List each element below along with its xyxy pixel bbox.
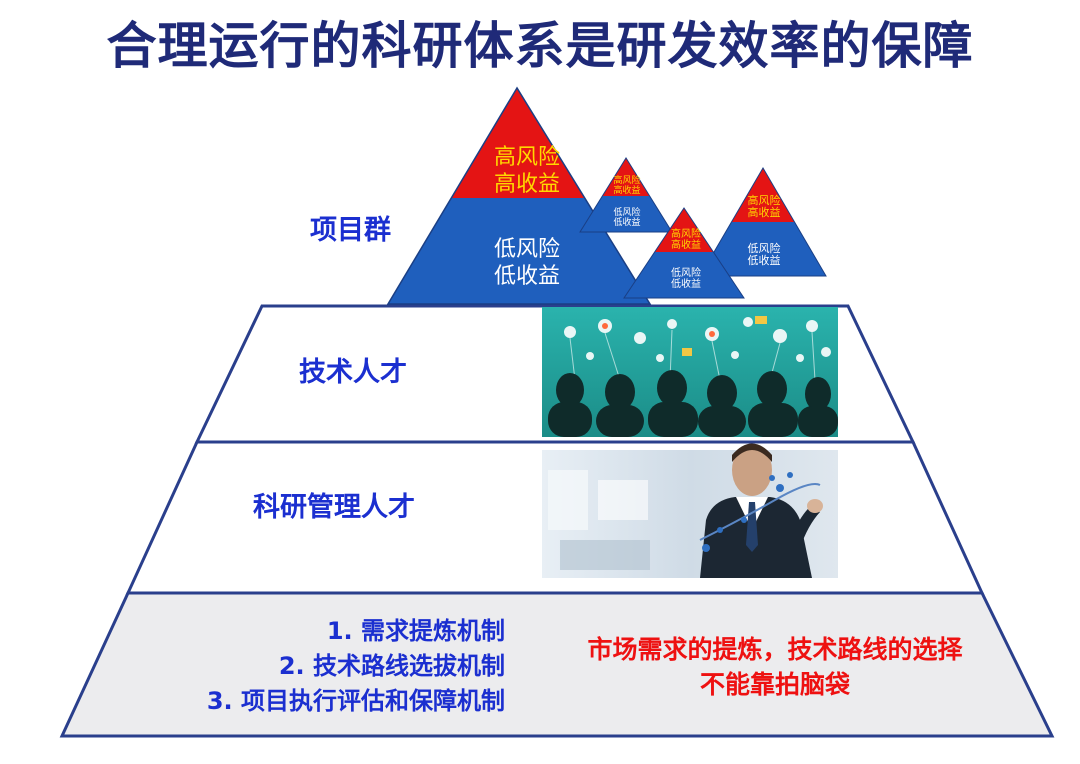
s1-top-2: 高收益: [613, 184, 640, 196]
key-note-line1: 市场需求的提炼，技术路线的选择: [587, 635, 963, 664]
page-title: 合理运行的科研体系是研发效率的保障: [106, 17, 974, 75]
key-note: 市场需求的提炼，技术路线的选择 不能靠拍脑袋: [545, 632, 1005, 702]
label-project-group: 项目群: [310, 215, 391, 246]
s1-bot-2: 低收益: [613, 216, 640, 228]
mechanism-item: 2. 技术路线选拔机制: [278, 652, 505, 680]
mechanism-item: 3. 项目执行评估和保障机制: [206, 687, 505, 715]
tech-talent-image: [542, 307, 838, 437]
s2-bot-1: 低风险: [671, 266, 701, 279]
s3-top-2: 高收益: [748, 205, 781, 219]
key-note-line2: 不能靠拍脑袋: [699, 670, 850, 699]
s3-bot-2: 低收益: [748, 253, 781, 267]
mechanism-item: 1. 需求提炼机制: [326, 617, 505, 645]
s1-bot-1: 低风险: [613, 206, 640, 218]
big-top-line2: 高收益: [494, 172, 560, 197]
big-top-line1: 高风险: [494, 145, 560, 170]
s2-top-2: 高收益: [671, 238, 701, 251]
s2-bot-2: 低收益: [671, 277, 701, 290]
s3-top-1: 高风险: [748, 193, 781, 207]
label-research-mgmt-talent: 科研管理人才: [253, 492, 415, 523]
big-bottom-line2: 低收益: [494, 264, 560, 289]
label-tech-talent: 技术人才: [299, 357, 407, 388]
pyramid-tier-mechanisms: [59, 591, 1055, 738]
s3-bot-1: 低风险: [748, 241, 781, 255]
big-bottom-line1: 低风险: [494, 237, 560, 262]
research-mgmt-image: [542, 443, 838, 578]
s1-top-1: 高风险: [613, 174, 640, 186]
s2-top-1: 高风险: [671, 227, 701, 240]
